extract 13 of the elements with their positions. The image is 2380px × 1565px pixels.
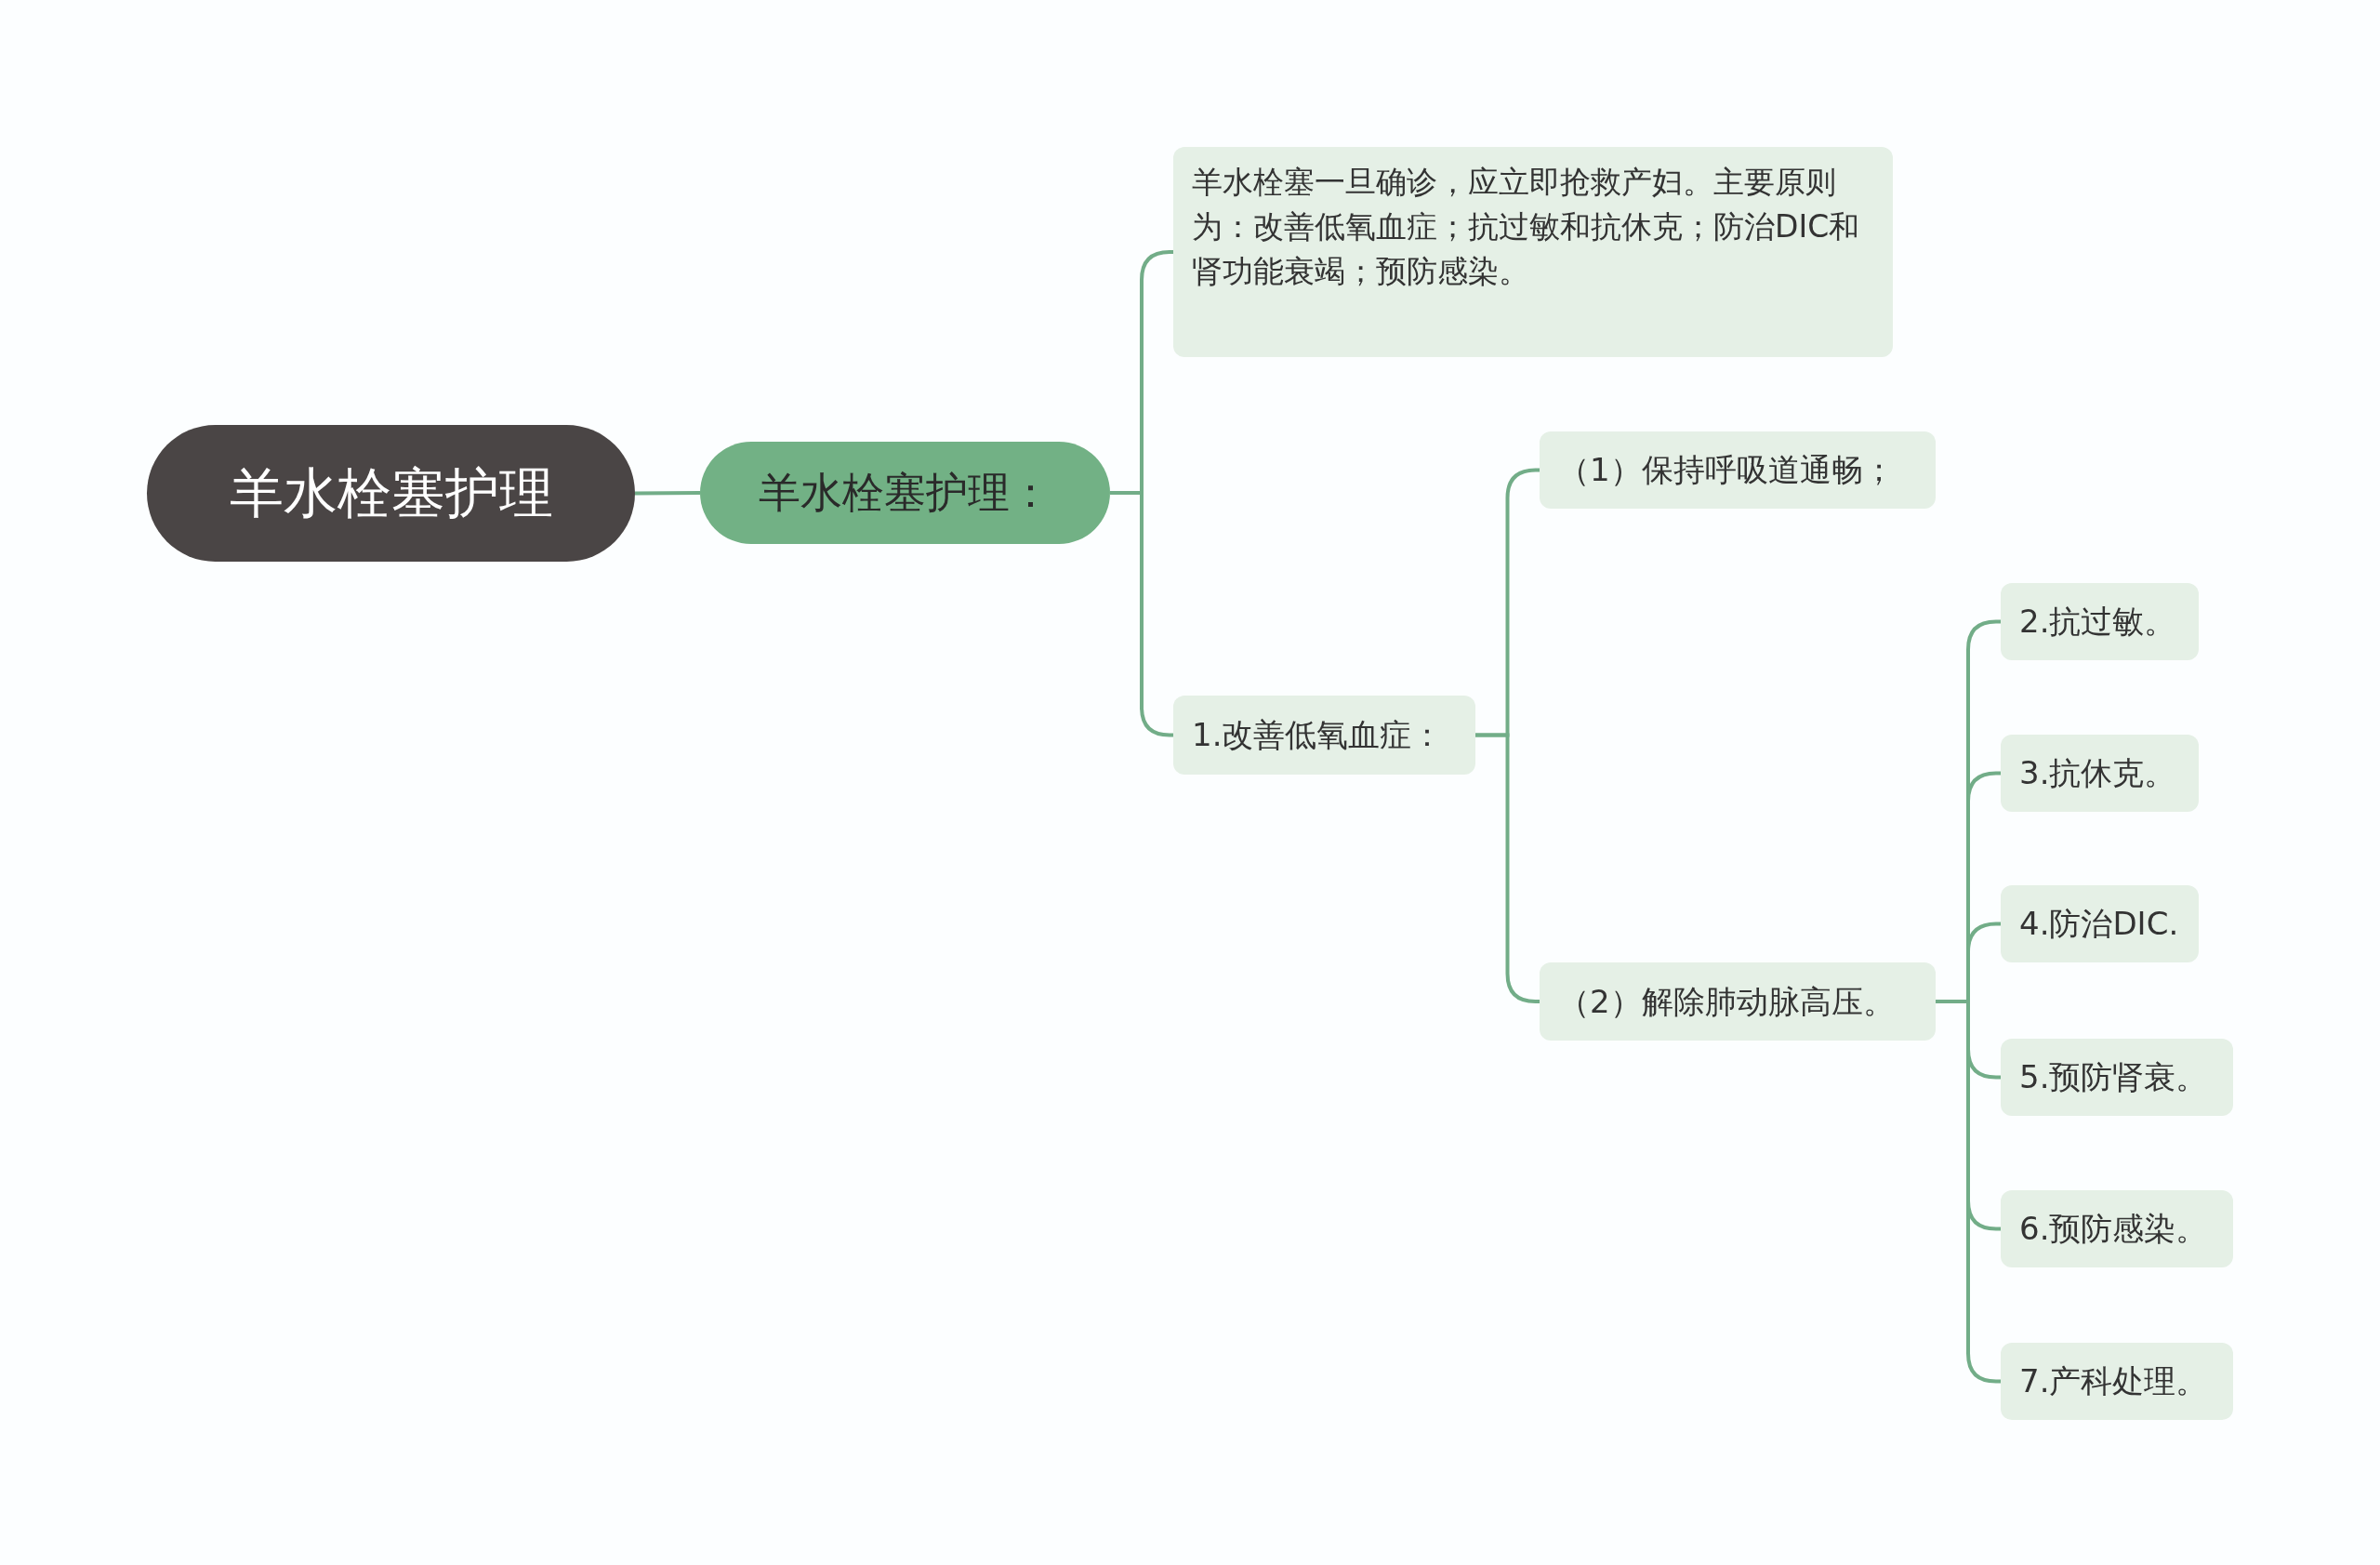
note-box: 羊水栓塞一旦确诊，应立即抢救产妇。主要原则为：改善低氧血症；抗过敏和抗休克；防治DIC和肾功能衰竭；预防感染。: [1173, 147, 1893, 357]
subtopic-box: 5.预防肾衰。: [2001, 1039, 2233, 1116]
connector-line: [635, 491, 700, 496]
subtopic-box: （2）解除肺动脉高压。: [1540, 962, 1936, 1041]
main-topic: 羊水栓塞护理：: [700, 442, 1110, 544]
root-topic: 羊水栓塞护理: [147, 425, 635, 562]
subtopic-box: 3.抗休克。: [2001, 735, 2199, 812]
subtopic-box: 2.抗过敏。: [2001, 583, 2199, 660]
subtopic-box: 7.产科处理。: [2001, 1343, 2233, 1420]
subtopic-box: 6.预防感染。: [2001, 1190, 2233, 1267]
subtopic-box: 4.防治DIC.: [2001, 885, 2199, 962]
subtopic-box: 1.改善低氧血症：: [1173, 696, 1475, 775]
subtopic-box: （1）保持呼吸道通畅；: [1540, 431, 1936, 509]
